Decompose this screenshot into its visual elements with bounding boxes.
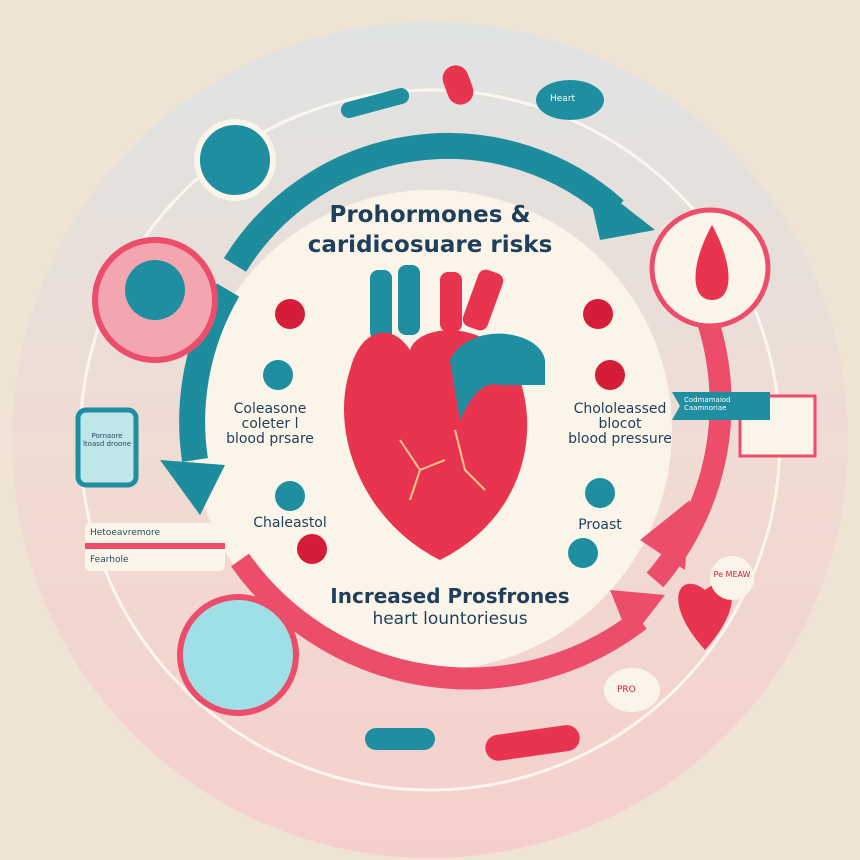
badge-text: Pe MEAW (713, 570, 751, 579)
teal-arrowhead-left (160, 460, 225, 515)
capsule-bottom-left (365, 728, 435, 750)
diagram-title: Prohormones & caridicosuare risks (250, 200, 610, 260)
ribbon-text: Codmamaiod Caamnoriae (684, 396, 731, 412)
right-label-1: Chololeassed (573, 401, 667, 417)
molecule-dots (263, 299, 625, 568)
bottom-caption: Increased Prosfrones heart lountoriesus (300, 584, 600, 630)
title-line-1: Prohormones & (329, 202, 531, 228)
right-label-proast: Proast (578, 517, 622, 533)
left-label-1: Coleasone (233, 401, 307, 417)
pink-arrow-bottom (231, 553, 647, 690)
side-card-top-text: Hetoeavremore (90, 528, 161, 538)
heart-pill-label: Heart (550, 94, 576, 104)
teal-arrowhead-top (585, 175, 655, 240)
pro-badge-text: PRO (617, 685, 636, 695)
heart-pulse-icon (678, 583, 732, 650)
caption-line-1: Increased Prosfrones (330, 584, 570, 608)
teal-arrow-top (223, 133, 624, 272)
caption-line-2: heart lountoriesus (372, 609, 528, 629)
heart-pill-tag (536, 80, 604, 120)
pill-icon (442, 65, 474, 105)
left-label-cholesterol: Chaleastol (253, 515, 327, 531)
right-label-3: blood pressure (568, 431, 672, 447)
left-label-3: blood prsare (226, 431, 314, 447)
medicine-jar-icon (75, 407, 139, 488)
right-label-group: Chololeassed blocot blood pressure (555, 402, 685, 447)
jar-label: Pornaore ltoasd droone (82, 432, 132, 448)
heart-illustration (344, 265, 545, 560)
right-label-2: blocot (598, 416, 642, 432)
badge-circle (710, 556, 754, 600)
left-label-group: Coleasone coleter l blood prsare (205, 402, 335, 447)
side-card-bottom-text: Fearhole (90, 555, 129, 565)
pro-badge (604, 668, 660, 712)
teal-arrow-left (179, 283, 240, 462)
lab-molecule-icon (177, 594, 299, 716)
ribbon-banner (672, 392, 770, 420)
capsule-bottom-right (485, 725, 580, 761)
title-line-2: caridicosuare risks (307, 232, 553, 258)
pink-arrowhead-right (640, 500, 690, 570)
left-label-2: coleter l (241, 416, 299, 432)
heart-cells-icon (194, 119, 276, 201)
pink-arrowhead-bottom (610, 590, 665, 640)
capsule-icon (340, 88, 410, 118)
